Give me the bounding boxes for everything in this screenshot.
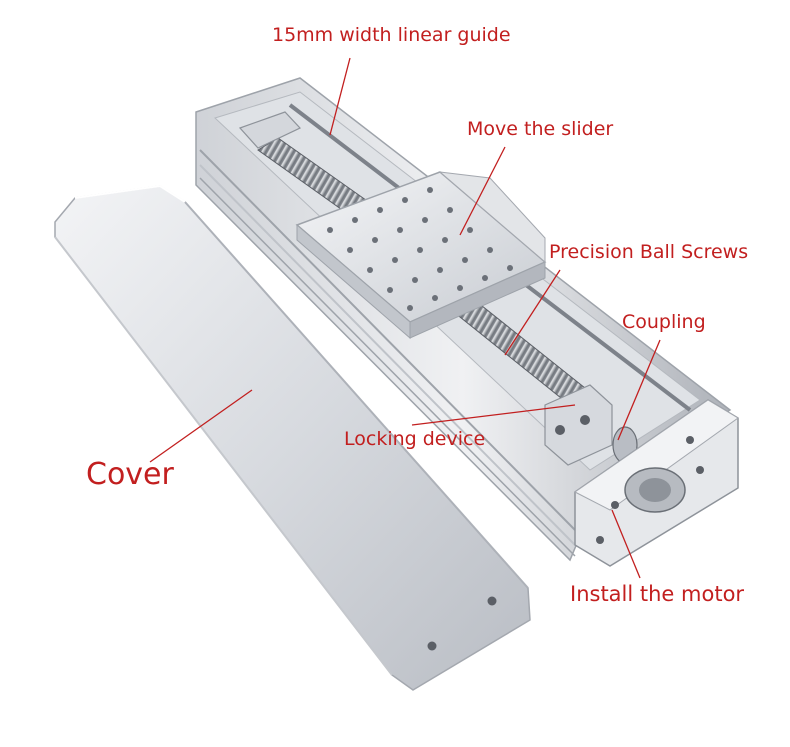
label-slider: Move the slider [467, 118, 614, 140]
cover-plate [54, 184, 531, 691]
label-locking-device: Locking device [344, 428, 486, 450]
slider-carriage [295, 171, 547, 340]
locking-device-block [544, 384, 613, 466]
motor-mount-plate [574, 399, 739, 567]
leader-line-slider [459, 146, 506, 236]
leader-line-guide [329, 57, 351, 136]
leader-line-motor [611, 509, 641, 579]
leader-lines [149, 57, 661, 579]
label-install-motor: Install the motor [570, 582, 745, 606]
rear-bearing-block [238, 111, 301, 149]
label-ball-screws: Precision Ball Screws [549, 241, 749, 263]
leader-line-locking [411, 404, 576, 426]
label-coupling: Coupling [622, 311, 706, 333]
leader-line-coupling [617, 339, 661, 441]
leader-line-cover [149, 389, 253, 463]
label-linear-guide: 15mm width linear guide [272, 24, 511, 46]
label-cover: Cover [86, 457, 174, 492]
leader-line-screws [504, 269, 561, 356]
